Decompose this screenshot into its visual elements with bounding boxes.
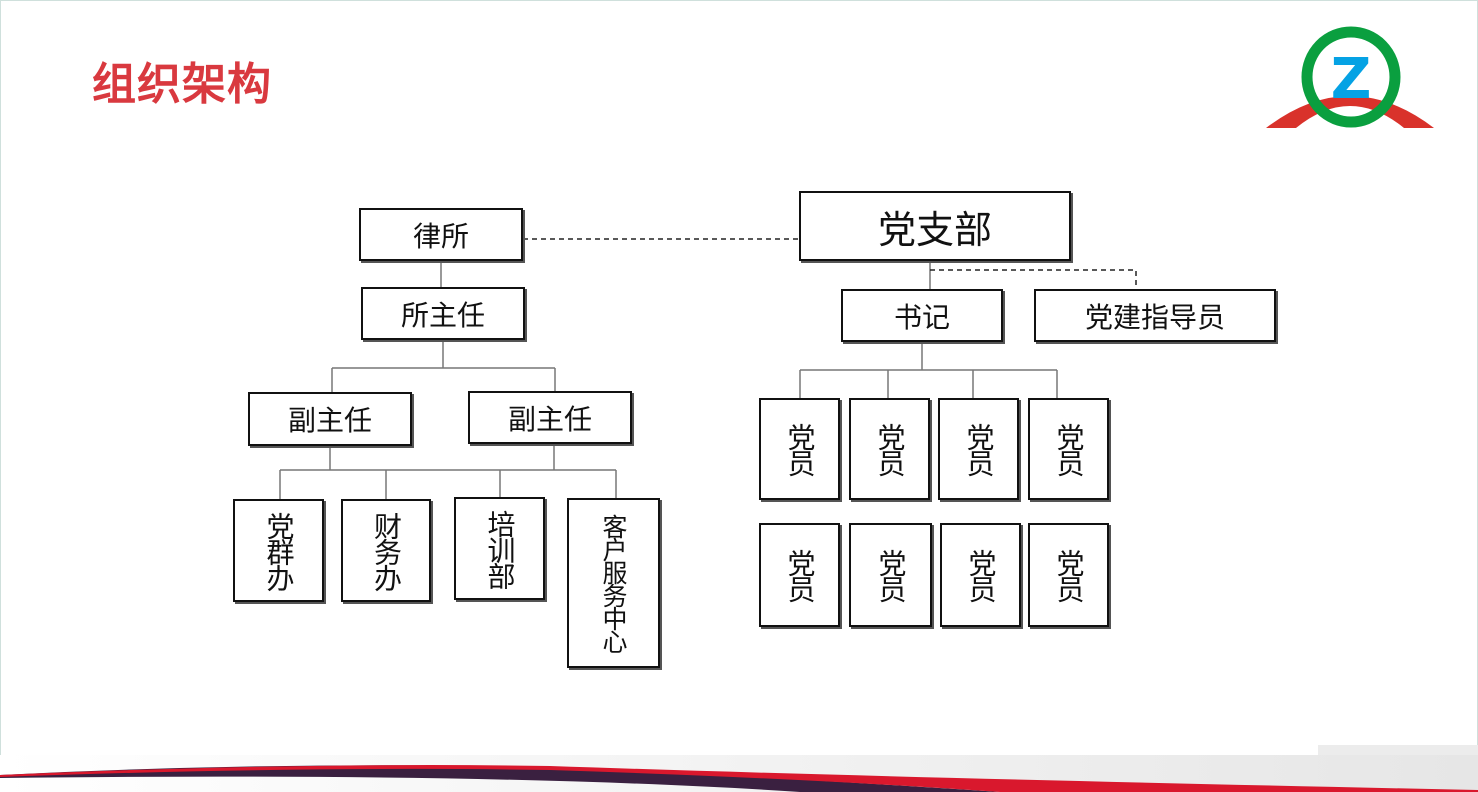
node-dept-party-mass: 党群办 (233, 499, 324, 602)
node-party-advisor: 党建指导员 (1034, 289, 1276, 342)
node-label: 党员 (873, 423, 907, 475)
node-dept-customer-service: 客户服务中心 (567, 498, 660, 668)
node-label: 党员 (1052, 423, 1086, 475)
node-member: 党员 (849, 523, 932, 627)
logo-ring (1301, 26, 1401, 128)
node-member: 党员 (938, 398, 1019, 500)
node-label: 培训部 (483, 509, 517, 588)
node-deputy-2: 副主任 (468, 391, 632, 444)
logo-letter: Z (1331, 47, 1372, 112)
node-label: 财务办 (370, 511, 403, 590)
node-member: 党员 (849, 398, 930, 500)
node-law-firm: 律所 (359, 208, 523, 261)
node-label: 党员 (783, 423, 817, 475)
node-member: 党员 (940, 523, 1021, 627)
node-secretary: 书记 (841, 289, 1003, 342)
node-dept-training: 培训部 (454, 497, 545, 600)
node-member: 党员 (759, 398, 840, 500)
node-party-branch: 党支部 (799, 191, 1071, 261)
node-label: 党群办 (262, 511, 296, 590)
page-title: 组织架构 (92, 59, 272, 110)
node-label: 党员 (964, 549, 998, 601)
node-label: 党员 (1052, 549, 1086, 601)
node-label: 客户服务中心 (599, 514, 628, 652)
footer-swoosh (0, 745, 1478, 792)
node-member: 党员 (1028, 523, 1109, 627)
node-member: 党员 (759, 523, 840, 627)
node-deputy-1: 副主任 (248, 392, 412, 446)
logo: Z (1266, 26, 1434, 128)
node-label: 党员 (962, 423, 996, 475)
node-label: 党员 (874, 549, 908, 601)
node-director: 所主任 (361, 287, 525, 340)
node-member: 党员 (1028, 398, 1109, 500)
node-dept-finance: 财务办 (341, 499, 431, 602)
node-label: 党员 (783, 549, 817, 601)
